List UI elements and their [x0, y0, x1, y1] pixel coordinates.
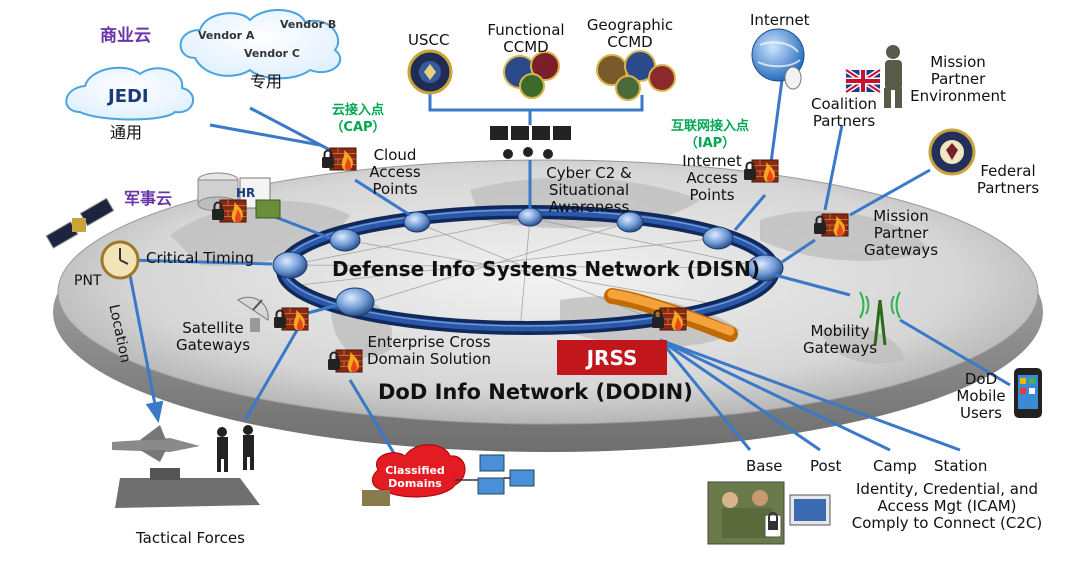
mission-partner-env-label: Mission Partner Environment [910, 53, 1006, 105]
endpoint-station-label: Station [934, 457, 988, 475]
cap-cn-label: 云接入点 [331, 103, 384, 118]
satellite-icon [45, 197, 115, 249]
dedicated-label: 专用 [250, 72, 283, 91]
mobility-gateways-label: Mobility Gateways [802, 322, 878, 357]
vendor-b-label: Vendor B [280, 18, 337, 31]
satellite-dish-icon [237, 296, 269, 332]
endpoint-base-label: Base [746, 457, 783, 475]
icam-label: Identity, Credential, and Access Mgt (IC… [851, 480, 1043, 532]
mpg-firewall-icon [813, 213, 849, 237]
functional-ccmd-label: Functional CCMD [487, 21, 565, 56]
tactical-forces-icon [112, 425, 260, 508]
jedi-cloud-icon [65, 66, 194, 121]
ring-node [335, 287, 375, 317]
ecds-label: Enterprise Cross Domain Solution [366, 333, 492, 368]
mission-partner-gateways-label: Mission Partner Gateways [863, 207, 939, 259]
military-cloud-firewall-icon [211, 199, 247, 223]
mobile-phone-icon [1014, 368, 1042, 418]
military-cloud-label: 军事云 [124, 189, 173, 208]
iap-abbr-label: （IAP） [684, 136, 736, 151]
connector-lines [127, 79, 1011, 456]
classified-domains-icon [362, 444, 535, 506]
vendor-a-label: Vendor A [198, 29, 255, 42]
federal-partners-label: Federal Partners [976, 162, 1040, 197]
endpoint-camp-label: Camp [873, 457, 917, 475]
uscc-seal-icon [407, 49, 453, 95]
tactical-forces-label: Tactical Forces [136, 529, 245, 547]
ring-node [702, 226, 734, 250]
mobility-tower-icon [859, 291, 901, 346]
endpoint-post-label: Post [810, 457, 842, 475]
jrss-box [557, 340, 667, 375]
jrss-label: JRSS [586, 346, 638, 370]
federal-seal-icon [928, 128, 976, 176]
uk-flag-icon [844, 67, 882, 95]
ring-nodes [272, 207, 784, 317]
military-cloud-logo-text: HR [236, 186, 256, 200]
classified-domains-label: Classified Domains [385, 464, 445, 490]
iap-cn-label: 互联网接入点 [670, 119, 749, 134]
coalition-partners-label: Coalition Partners [811, 95, 877, 130]
satellite-gateways-label: Satellite Gateways [175, 319, 251, 354]
ring-node [403, 211, 431, 233]
commercial-vendor-cloud-icon [179, 9, 342, 80]
iap-label: Internet Access Points [682, 152, 742, 204]
general-label: 通用 [110, 123, 143, 142]
uscc-label: USCC [408, 31, 450, 49]
ring-node [746, 254, 784, 282]
cap-firewall-icon [321, 147, 357, 171]
ecds-firewall-icon [327, 349, 363, 373]
ring-node [616, 211, 644, 233]
cap-abbr-label: （CAP） [330, 120, 386, 135]
jedi-label: JEDI [108, 86, 149, 107]
cyber-c2-label: Cyber C2 & Situational Awareness [546, 164, 632, 216]
jrss-firewall-icon [651, 307, 687, 331]
internet-globe-icon [751, 28, 805, 90]
geographic-ccmd-label: Geographic CCMD [586, 16, 674, 51]
commercial-cloud-label: 商业云 [100, 26, 151, 46]
vendor-c-label: Vendor C [244, 47, 300, 60]
functional-ccmd-seals-icon [503, 51, 560, 99]
ring-mesh [289, 217, 766, 331]
geographic-ccmd-seals-icon [596, 50, 676, 101]
icam-photos-icon [707, 481, 831, 545]
clock-icon [100, 240, 140, 280]
ring-node [272, 251, 308, 279]
mobile-users-label: DoD Mobile Users [956, 370, 1006, 422]
dodin-label: DoD Info Network (DODIN) [378, 380, 693, 404]
internet-label: Internet [750, 11, 810, 29]
coalition-soldier-icon [884, 45, 902, 108]
critical-timing-label: Critical Timing [146, 249, 254, 267]
cyber-c2-screens-icon [490, 126, 571, 159]
pnt-label: PNT [74, 273, 102, 289]
iap-firewall-icon [743, 159, 779, 183]
ring-node [329, 228, 361, 252]
cap-label: Cloud Access Points [369, 146, 421, 198]
satellite-firewall-icon [273, 307, 309, 331]
disn-label: Defense Info Systems Network (DISN) [332, 257, 761, 281]
